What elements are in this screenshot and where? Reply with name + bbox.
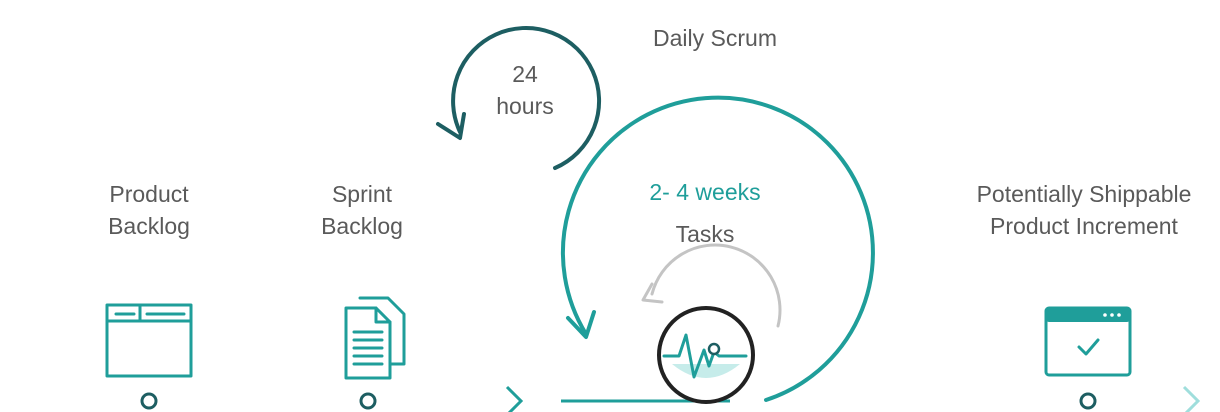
browser-window-check-icon	[1044, 306, 1132, 377]
timeline-node-product-backlog	[140, 392, 158, 410]
heartbeat-monitor-icon	[657, 306, 755, 404]
timeline-node-sprint-backlog	[359, 392, 377, 410]
daily-cycle-duration: 24 hours	[460, 58, 590, 122]
increment-line2: Product Increment	[990, 213, 1178, 239]
timeline-arrow-head-2	[1182, 385, 1201, 412]
daily-cycle-value: 24	[512, 61, 538, 87]
sprint-backlog-label: Sprint Backlog	[292, 178, 432, 242]
daily-cycle-arc	[451, 25, 602, 170]
daily-scrum-label: Daily Scrum	[653, 25, 777, 51]
sprint-cycle-arrowhead	[566, 310, 596, 339]
product-backlog-label: Product Backlog	[79, 178, 219, 242]
daily-cycle-arrowhead	[436, 112, 466, 140]
sprint-duration-label: 2- 4 weeks	[649, 179, 761, 205]
increment-line1: Potentially Shippable	[976, 181, 1192, 207]
timeline-node-increment	[1079, 392, 1097, 410]
daily-cycle-unit: hours	[496, 93, 554, 119]
sprint-backlog-line1: Sprint	[331, 181, 393, 207]
timeline-arrow-head-1	[505, 385, 524, 412]
sprint-backlog-line2: Backlog	[321, 213, 403, 239]
sprint-cycle-arc	[560, 95, 875, 402]
task-cycle-arrowhead	[641, 282, 664, 304]
tasks-label: Tasks	[675, 221, 735, 247]
task-cycle-arc	[650, 243, 782, 328]
product-backlog-line1: Product	[109, 181, 189, 207]
documents-icon	[344, 296, 406, 380]
folder-icon	[105, 303, 193, 378]
increment-label: Potentially Shippable Product Increment	[948, 178, 1220, 242]
product-backlog-line2: Backlog	[108, 213, 190, 239]
